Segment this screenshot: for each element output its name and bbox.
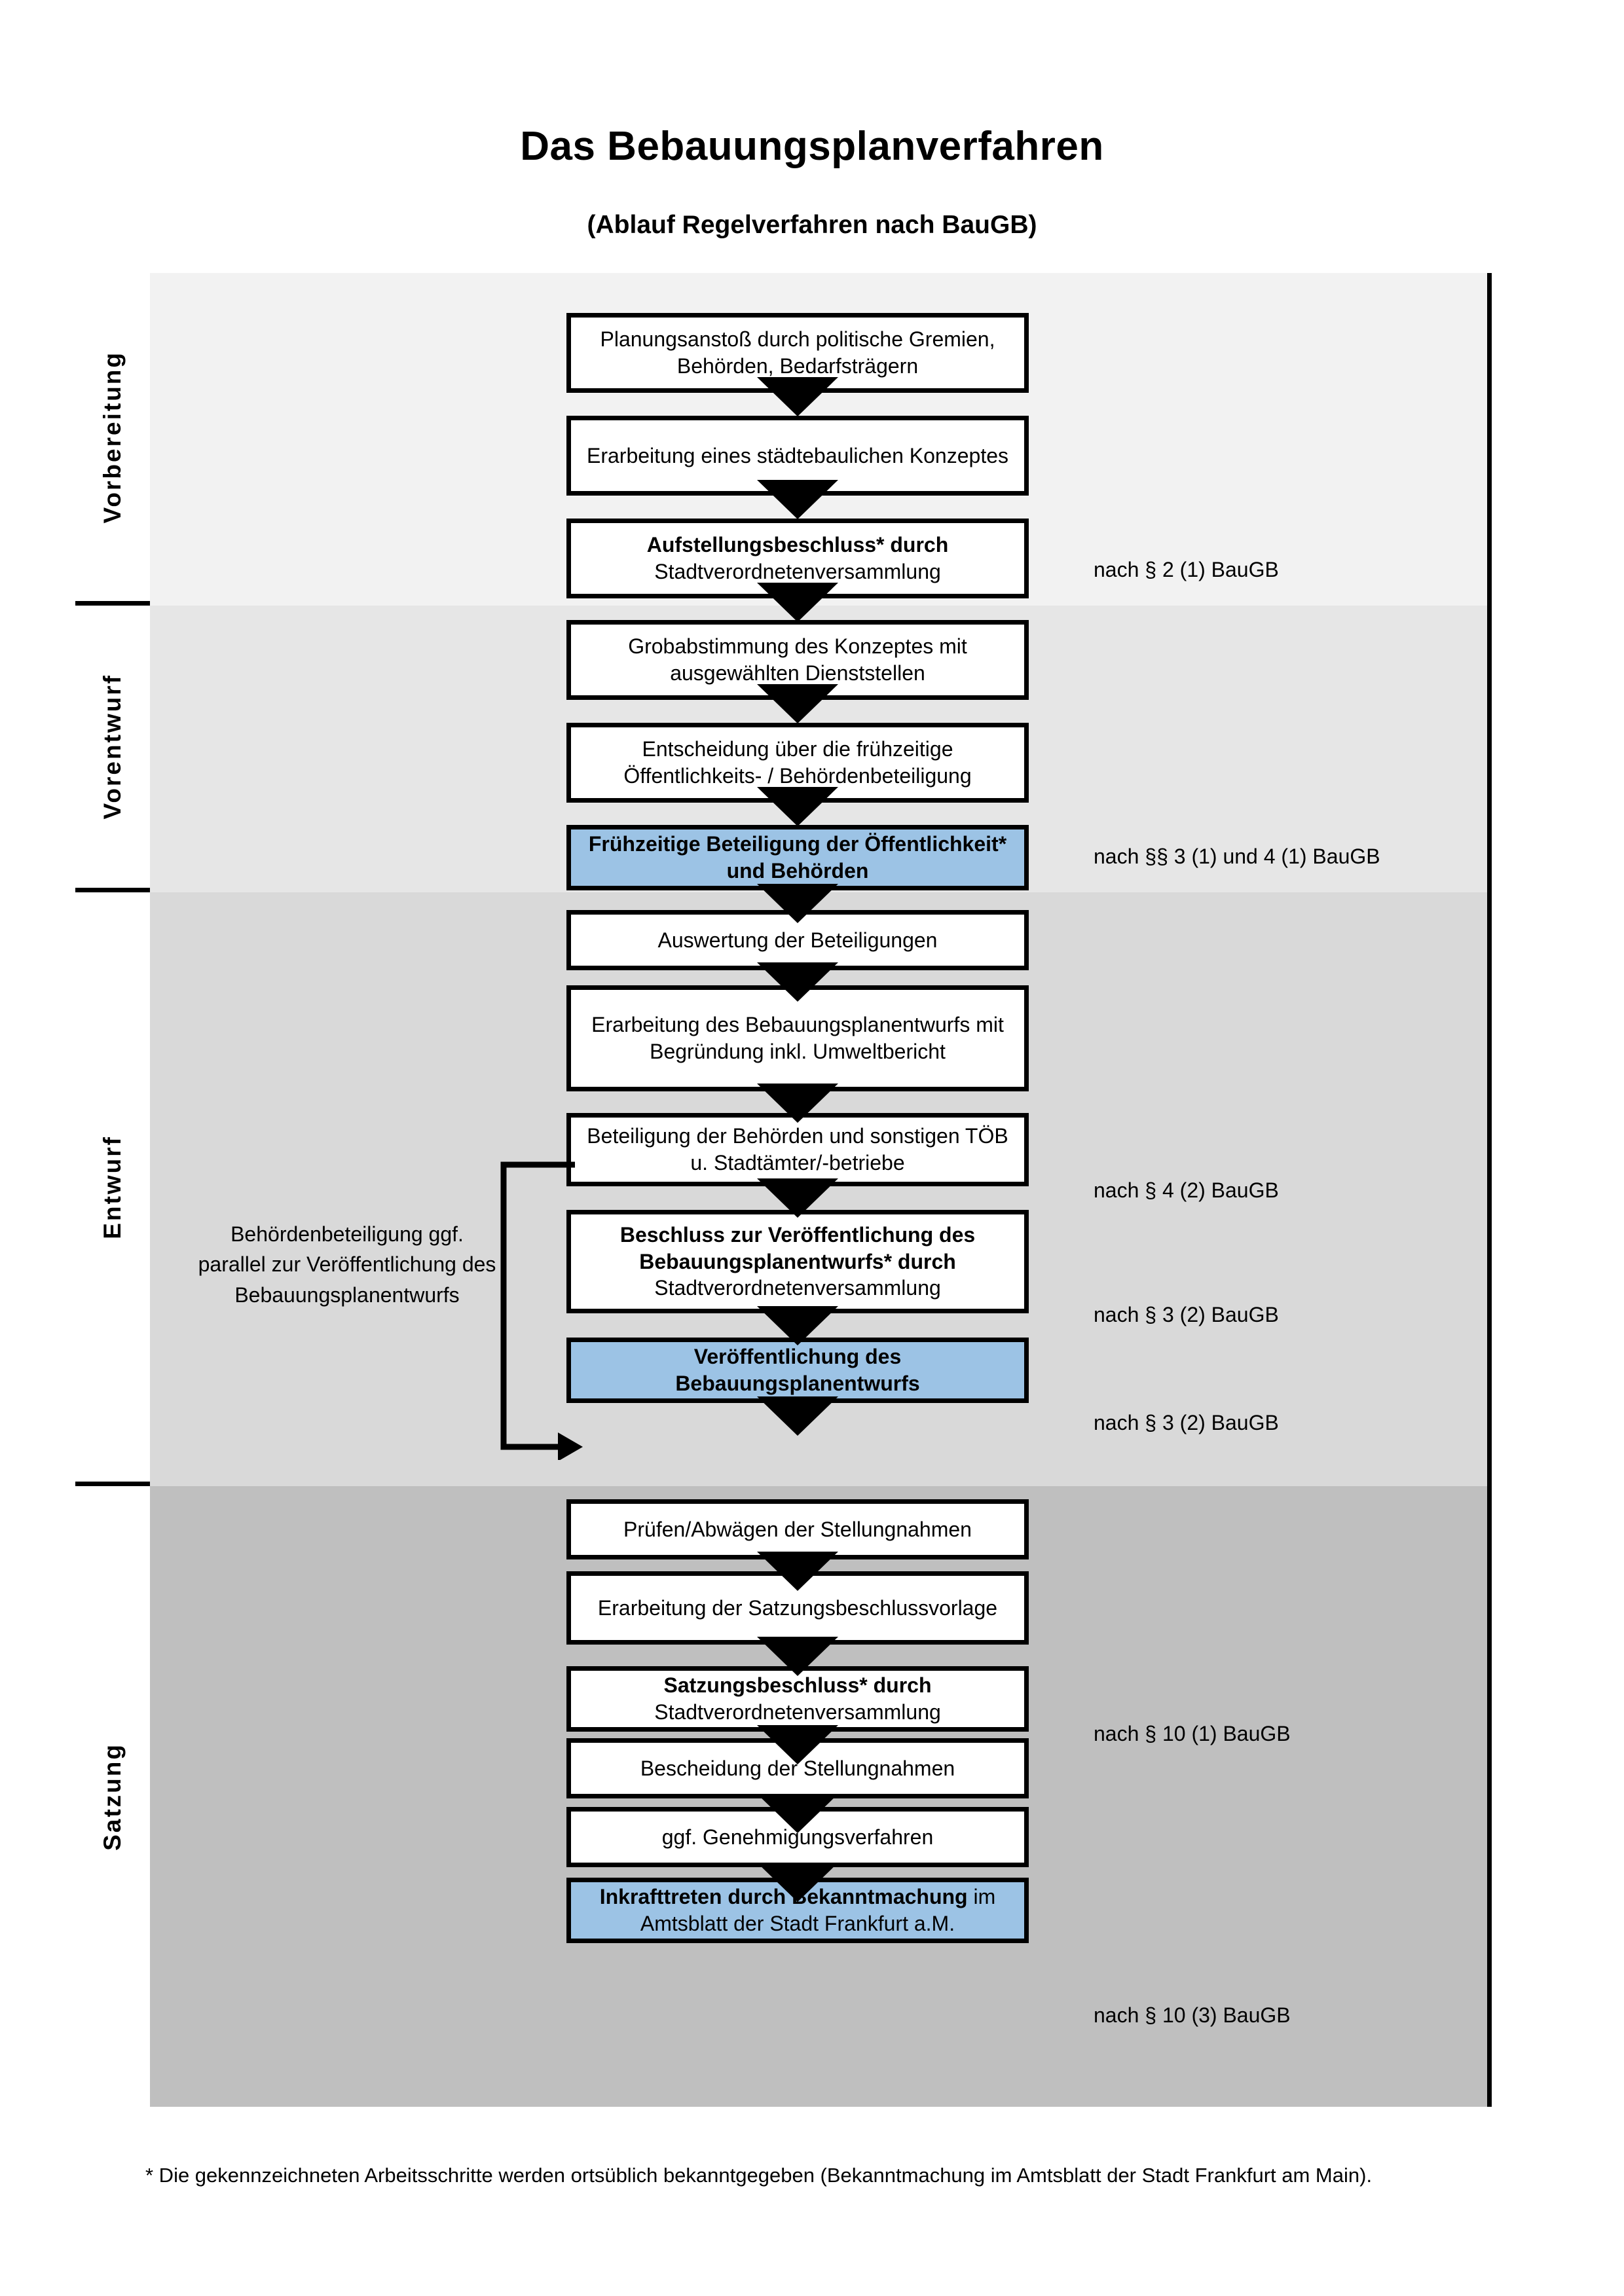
legal-reference-ref-4-2: nach § 4 (2) BauGB <box>1094 1178 1279 1202</box>
phase-label-vorbereitung: Vorbereitung <box>75 273 150 606</box>
phase-label-text: Vorbereitung <box>99 350 126 524</box>
legal-reference-ref-3-2b: nach § 3 (2) BauGB <box>1094 1411 1279 1434</box>
arrow-connector-3 <box>757 583 838 622</box>
flow-step-label: Prüfen/Abwägen der Stellungnahmen <box>623 1517 972 1541</box>
arrow-connector-1 <box>757 377 838 416</box>
phase-label-text: Entwurf <box>99 1135 126 1239</box>
flow-step-label: Grobabstimmung des Konzeptes mit ausgewä… <box>628 634 967 685</box>
arrow-connector-9 <box>757 1178 838 1218</box>
arrow-connector-8 <box>757 1084 838 1123</box>
flow-step-label: Aufstellungsbeschluss* durch Stadtverord… <box>646 533 949 583</box>
phase-label-text: Vorentwurf <box>99 674 126 820</box>
legal-reference-ref-10-3: nach § 10 (3) BauGB <box>1094 2003 1291 2027</box>
page-title: Das Bebauungsplanverfahren <box>520 124 1104 169</box>
flow-step-fruehzeitige-beteiligung[interactable]: Frühzeitige Beteiligung der Öffentlichke… <box>566 825 1029 890</box>
side-note: Behördenbeteiligung ggf. parallel zur Ve… <box>198 1222 496 1307</box>
flow-step-label: Satzungsbeschluss* durch Stadtverordnete… <box>654 1673 941 1724</box>
arrow-connector-15 <box>757 1794 838 1833</box>
arrow-connector-5 <box>757 787 838 826</box>
legal-reference-ref-3-4-1: nach §§ 3 (1) und 4 (1) BauGB <box>1094 845 1380 868</box>
arrow-connector-10 <box>757 1306 838 1345</box>
arrow-connector-6 <box>757 884 838 923</box>
flow-step-veroeffentlichung[interactable]: Veröffentlichung des Bebauungsplanentwur… <box>566 1338 1029 1403</box>
page-subtitle: (Ablauf Regelverfahren nach BauGB) <box>587 211 1037 239</box>
phase-label-text: Satzung <box>99 1742 126 1851</box>
flow-step-label: Entscheidung über die frühzeitige Öffent… <box>623 737 972 788</box>
arrow-connector-7 <box>757 962 838 1002</box>
legal-reference-ref-10-1: nach § 10 (1) BauGB <box>1094 1722 1291 1745</box>
legal-reference-ref-2-1: nach § 2 (1) BauGB <box>1094 558 1279 581</box>
legal-reference-ref-3-2a: nach § 3 (2) BauGB <box>1094 1303 1279 1326</box>
flow-step-beschluss-veroeffentlichung[interactable]: Beschluss zur Veröffentlichung des Bebau… <box>566 1210 1029 1313</box>
arrow-connector-12 <box>757 1552 838 1591</box>
feedback-loop-arrow <box>500 1161 583 1460</box>
flow-step-pruefen-abwaegen[interactable]: Prüfen/Abwägen der Stellungnahmen <box>566 1499 1029 1559</box>
flow-step-label: Beschluss zur Veröffentlichung des Bebau… <box>619 1222 976 1300</box>
flow-step-label: Planungsanstoß durch politische Gremien,… <box>600 327 995 378</box>
flow-step-label: Frühzeitige Beteiligung der Öffentlichke… <box>588 832 1007 883</box>
arrow-connector-4 <box>757 684 838 723</box>
arrow-connector-11 <box>757 1396 838 1436</box>
arrow-connector-13 <box>757 1637 838 1676</box>
phase-label-satzung: Satzung <box>75 1486 150 2107</box>
flow-step-erarbeitung-bplanentwurf[interactable]: Erarbeitung des Bebauungsplanentwurfs mi… <box>566 985 1029 1091</box>
flow-step-label: Erarbeitung eines städtebaulichen Konzep… <box>587 443 1008 467</box>
phase-label-vorentwurf: Vorentwurf <box>75 606 150 892</box>
flow-step-label: Erarbeitung der Satzungsbeschlussvorlage <box>597 1595 998 1620</box>
flow-step-grobabstimmung[interactable]: Grobabstimmung des Konzeptes mit ausgewä… <box>566 620 1029 700</box>
flow-step-label: Erarbeitung des Bebauungsplanentwurfs mi… <box>591 1013 1004 1063</box>
flow-step-label: Beteiligung der Behörden und sonstigen T… <box>587 1124 1008 1175</box>
footnote: * Die gekennzeichneten Arbeitsschritte w… <box>145 2164 1373 2187</box>
arrow-connector-16 <box>757 1863 838 1902</box>
flow-step-label: Auswertung der Beteiligungen <box>657 928 938 952</box>
phase-label-entwurf: Entwurf <box>75 892 150 1486</box>
flow-step-satzungsbeschluss[interactable]: Satzungsbeschluss* durch Stadtverordnete… <box>566 1666 1029 1732</box>
flow-step-beteiligung-behoerden[interactable]: Beteiligung der Behörden und sonstigen T… <box>566 1113 1029 1186</box>
arrow-connector-2 <box>757 480 838 519</box>
arrow-connector-14 <box>757 1725 838 1764</box>
flow-step-label: Veröffentlichung des Bebauungsplanentwur… <box>675 1345 920 1395</box>
